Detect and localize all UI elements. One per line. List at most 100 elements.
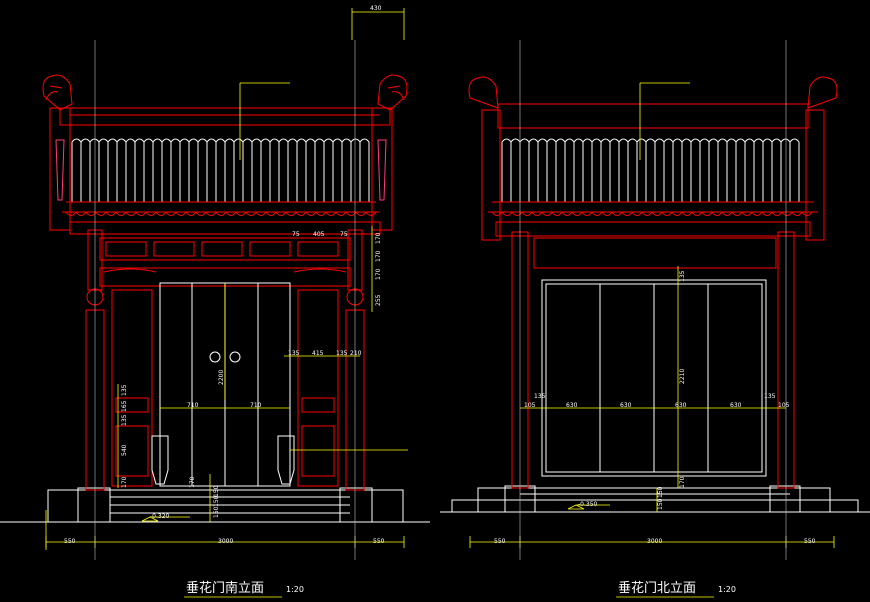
n-dim-p4: 630 — [620, 402, 632, 409]
eave-tile — [711, 211, 723, 216]
eave-tile — [315, 211, 327, 216]
eave-tile — [661, 211, 673, 216]
eave-tile — [65, 211, 77, 216]
eave-tile — [365, 211, 377, 216]
n-dim-p6: 630 — [730, 402, 742, 409]
n-level-mark: -0.350 — [578, 501, 598, 508]
eave-tile — [751, 211, 763, 216]
north-eave-tiles — [491, 211, 813, 216]
eave-tile — [721, 211, 733, 216]
eave-tile — [781, 211, 793, 216]
s-dim-base4: 150 — [213, 506, 220, 518]
eave-tile — [741, 211, 753, 216]
eave-tile — [95, 211, 107, 216]
s-dim-r1: 170 — [375, 232, 382, 244]
s-dim-beam-a: 75 — [292, 231, 300, 238]
eave-tile — [511, 211, 523, 216]
eave-tile — [105, 211, 117, 216]
eave-tile — [265, 211, 277, 216]
s-dim-r4: 255 — [375, 294, 382, 306]
south-beam-panels — [105, 241, 339, 257]
s-dim-base3: 150 — [213, 495, 220, 507]
s-dim-beam-b: 405 — [313, 231, 325, 238]
north-roof-tiles — [501, 138, 800, 202]
eave-tile — [621, 211, 633, 216]
eave-tile — [761, 211, 773, 216]
eave-tile — [195, 211, 207, 216]
n-dim-top: 135 — [679, 270, 686, 282]
eave-tile — [681, 211, 693, 216]
eave-tile — [175, 211, 187, 216]
eave-tile — [235, 211, 247, 216]
n-dim-bottom-right: 550 — [804, 538, 816, 545]
eave-tile — [115, 211, 127, 216]
n-dim-p2: 135 — [534, 393, 546, 400]
eave-tile — [155, 211, 167, 216]
n-dim-base1: 150 — [657, 486, 664, 498]
eave-tile — [305, 211, 317, 216]
s-dim-bottom-left: 550 — [64, 538, 76, 545]
beam-panel — [249, 241, 291, 257]
south-scale: 1:20 — [286, 585, 304, 594]
s-dim-top: 430 — [370, 5, 382, 12]
s-dim-bottom-right: 550 — [373, 538, 385, 545]
s-dim-bottom-mid: 3000 — [218, 538, 233, 545]
eave-tile — [205, 211, 217, 216]
s-dim-side-b: 415 — [312, 350, 324, 357]
eave-tile — [531, 211, 543, 216]
eave-tile — [791, 211, 803, 216]
eave-tile — [335, 211, 347, 216]
s-dim-leaf-right: 710 — [250, 402, 262, 409]
eave-tile — [601, 211, 613, 216]
beam-panel — [201, 241, 243, 257]
beam-panel — [105, 241, 147, 257]
eave-tile — [801, 211, 813, 216]
s-dim-l4: 540 — [121, 444, 128, 456]
eave-tile — [671, 211, 683, 216]
eave-tile — [641, 211, 653, 216]
eave-tile — [215, 211, 227, 216]
eave-tile — [561, 211, 573, 216]
eave-tile — [631, 211, 643, 216]
eave-tile — [571, 211, 583, 216]
eave-tile — [771, 211, 783, 216]
n-dim-p3: 630 — [566, 402, 578, 409]
s-dim-side-d: 210 — [350, 350, 362, 357]
south-elevation: 430 550 3000 550 710 710 2200 -0.320 75 … — [0, 5, 430, 598]
n-dim-door-height: 2210 — [679, 369, 686, 384]
s-dim-beam-c: 75 — [340, 231, 348, 238]
s-dim-side-c: 135 — [336, 350, 348, 357]
n-dim-sill: 170 — [679, 476, 686, 488]
roof-tile — [359, 138, 370, 202]
eave-tile — [651, 211, 663, 216]
eave-tile — [135, 211, 147, 216]
s-dim-r3: 170 — [375, 268, 382, 280]
n-dim-bottom-mid: 3000 — [647, 538, 662, 545]
s-level-mark: -0.320 — [150, 513, 170, 520]
eave-tile — [285, 211, 297, 216]
n-dim-p5: 630 — [675, 402, 687, 409]
n-dim-bottom-left: 550 — [494, 538, 506, 545]
eave-tile — [541, 211, 553, 216]
s-dim-leaf-left: 710 — [187, 402, 199, 409]
north-scale: 1:20 — [718, 585, 736, 594]
n-dim-p1: 105 — [524, 402, 536, 409]
roof-tile — [789, 138, 800, 202]
eave-tile — [611, 211, 623, 216]
north-title: 垂花门北立面 — [618, 580, 696, 596]
s-dim-r2: 170 — [375, 250, 382, 262]
s-dim-l1: 135 — [121, 384, 128, 396]
eave-tile — [75, 211, 87, 216]
eave-tile — [491, 211, 503, 216]
eave-tile — [255, 211, 267, 216]
eave-tile — [165, 211, 177, 216]
n-dim-p8: 105 — [778, 402, 790, 409]
n-dim-base2: 150 — [657, 498, 664, 510]
eave-tile — [295, 211, 307, 216]
eave-tile — [591, 211, 603, 216]
s-dim-base1: 170 — [189, 476, 196, 488]
s-dim-door-height: 2200 — [218, 370, 225, 385]
eave-tile — [275, 211, 287, 216]
s-dim-side-a: 135 — [288, 350, 300, 357]
